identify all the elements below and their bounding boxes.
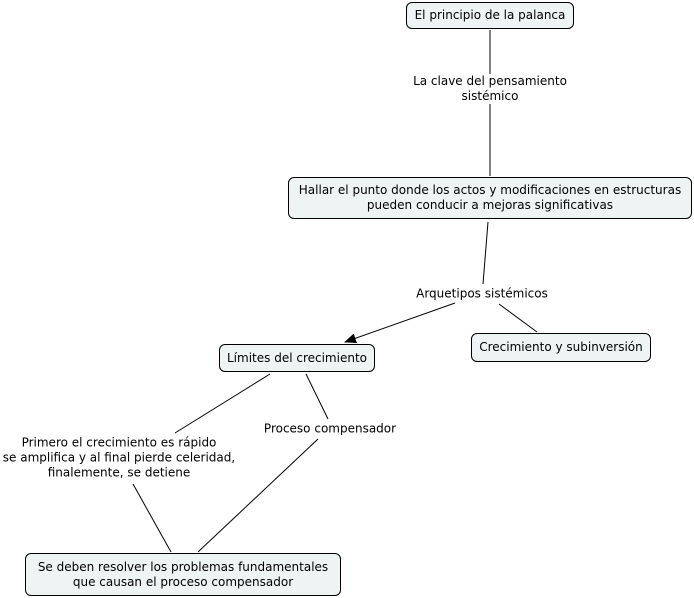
line-arquetipos-to-crecimiento: [498, 303, 538, 333]
node-hallar-punto[interactable]: Hallar el punto donde los actos y modifi…: [288, 177, 692, 219]
arrow-arquetipos-to-limites: [344, 302, 456, 344]
line-limites-to-proceso: [305, 373, 329, 420]
link-label-proceso-compensador: Proceso compensador: [261, 421, 399, 437]
node-principio-palanca[interactable]: El principio de la palanca: [406, 2, 574, 29]
line-limites-to-primero: [174, 373, 271, 434]
node-crecimiento-subinversion[interactable]: Crecimiento y subinversión: [471, 333, 651, 362]
line-hallar-to-arquetipos: [482, 221, 489, 285]
line-proceso-to-resolver: [197, 438, 319, 553]
node-resolver-problemas[interactable]: Se deben resolver los problemas fundamen…: [25, 553, 341, 596]
link-label-primero-crecimiento: Primero el crecimiento es rápido se ampl…: [0, 435, 238, 481]
node-limites-crecimiento[interactable]: Límites del crecimiento: [219, 344, 375, 372]
link-label-arquetipos: Arquetipos sistémicos: [414, 286, 550, 302]
line-primero-to-resolver: [132, 483, 172, 553]
link-label-clave: La clave del pensamiento sistémico: [388, 74, 592, 104]
